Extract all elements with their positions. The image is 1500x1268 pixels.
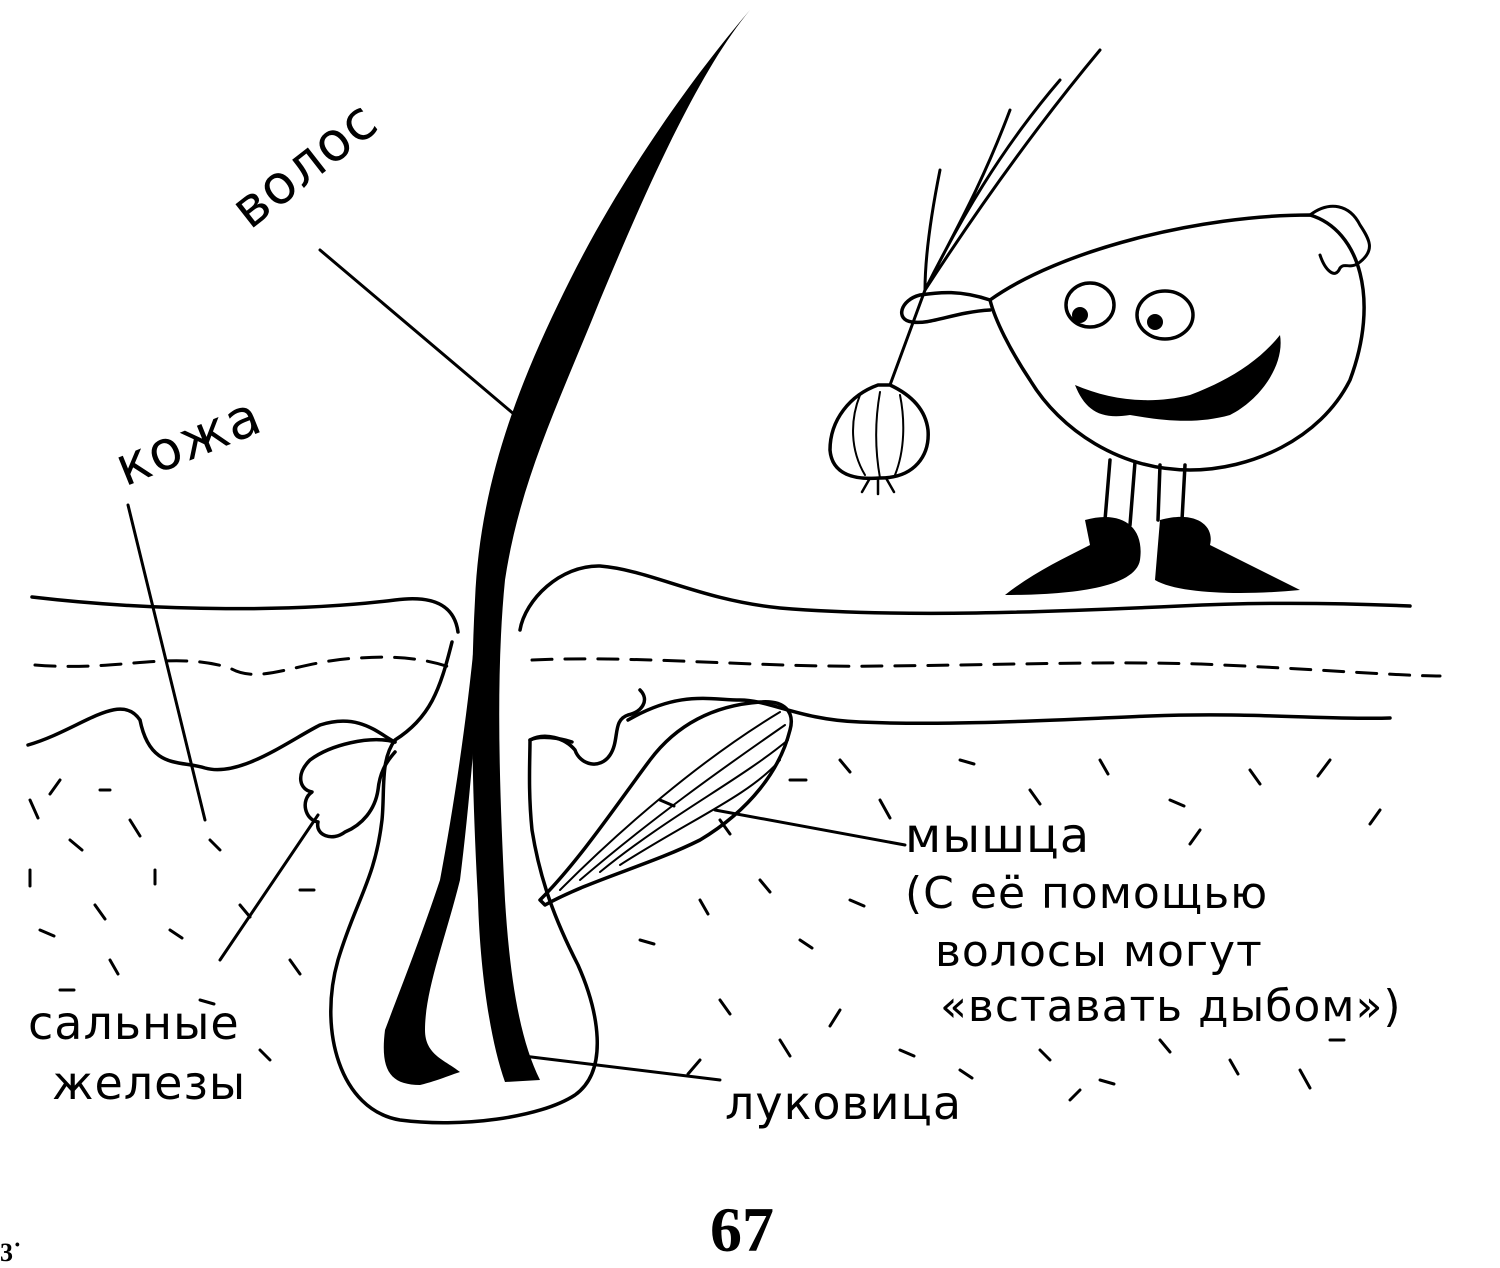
character-eye-right xyxy=(1135,289,1195,341)
onion-stem-grip xyxy=(888,288,927,387)
sebaceous-gland-left xyxy=(299,737,397,839)
muscle-fibers xyxy=(559,711,789,891)
page-number: 67 xyxy=(710,1194,774,1265)
leader-muscle xyxy=(713,808,907,847)
leader-hair xyxy=(318,248,517,417)
epidermis-dashed-line xyxy=(33,655,1442,678)
character-pupil-right xyxy=(1147,314,1163,330)
label-muscle-note-2: волосы могут xyxy=(935,926,1263,977)
character-eye-left xyxy=(1064,281,1116,329)
leader-bulb xyxy=(513,1053,722,1082)
character-arm-left xyxy=(900,290,992,325)
skin-surface-line xyxy=(30,564,1412,634)
character-shoe-right xyxy=(1155,516,1300,593)
leader-skin xyxy=(126,503,207,822)
label-muscle: мышца xyxy=(905,808,1091,864)
onion-stems xyxy=(923,48,1102,292)
character-shoe-left xyxy=(1005,516,1141,595)
label-bulb: луковица xyxy=(725,1076,963,1130)
hair-root-left xyxy=(383,600,482,1085)
character-pupil-left xyxy=(1072,307,1088,323)
corner-mark: 3˙ xyxy=(0,1238,22,1267)
leader-glands xyxy=(218,813,320,962)
sebaceous-gland-right xyxy=(528,688,647,766)
character-body xyxy=(988,213,1366,472)
dermis-texture xyxy=(28,758,1382,1102)
character-hand-right xyxy=(1308,204,1371,275)
character-mouth xyxy=(1075,335,1281,421)
label-glands-2: железы xyxy=(52,1056,247,1110)
dermis-boundary-line xyxy=(26,696,1392,772)
onion-bulb-lines xyxy=(852,391,905,479)
arrector-muscle xyxy=(538,700,793,907)
label-muscle-note-1: (С её помощью xyxy=(905,868,1269,919)
hair-shaft xyxy=(472,10,750,1082)
label-glands-1: сальные xyxy=(28,996,240,1050)
onion-roots xyxy=(860,476,896,496)
label-muscle-note-3: «вставать дыбом») xyxy=(940,981,1402,1032)
character-legs xyxy=(1103,458,1187,527)
onion-character xyxy=(828,48,1371,595)
follicle-outline xyxy=(329,640,600,1125)
